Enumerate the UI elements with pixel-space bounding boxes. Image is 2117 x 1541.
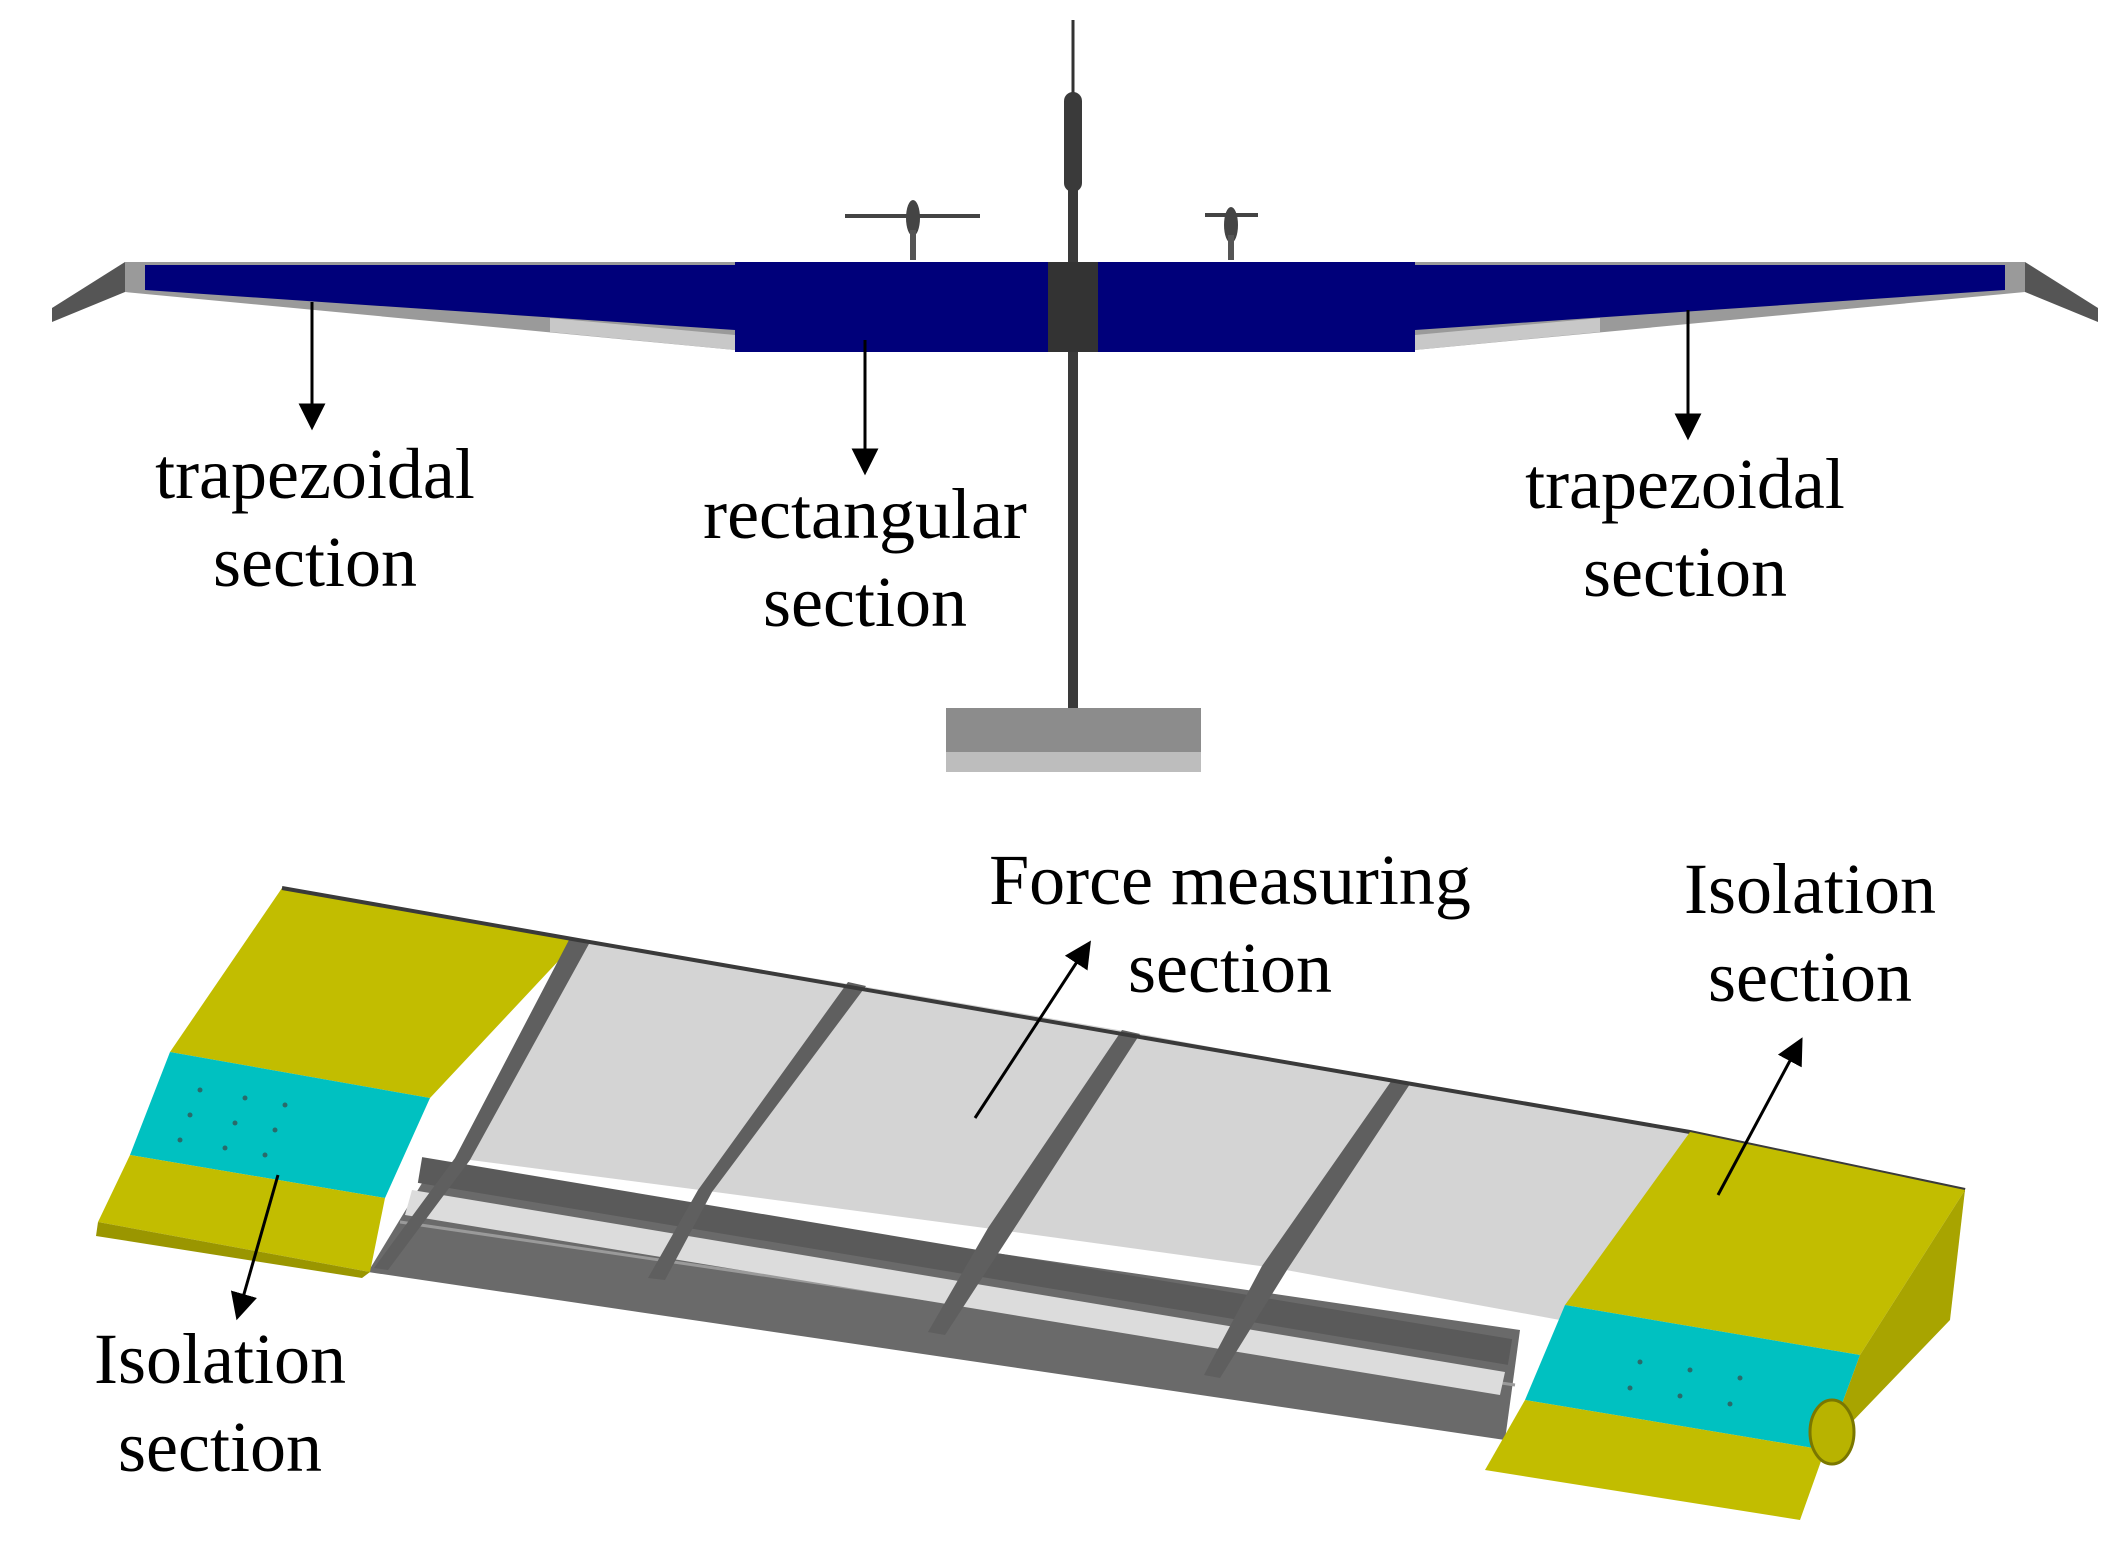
spar-end-cap	[1808, 1398, 1856, 1466]
right-isolation-arrow	[1716, 1037, 1803, 1196]
right-winglet	[2025, 262, 2098, 322]
right-isolation-top	[1565, 1132, 1965, 1355]
wing-model-3d	[96, 886, 1966, 1520]
left-isolation-label: Isolation section	[50, 1315, 390, 1491]
right-propeller	[1205, 207, 1258, 260]
ribs	[374, 938, 1410, 1378]
force-measuring-label-line2: section	[1128, 928, 1332, 1008]
left-isolation-label-line2: section	[118, 1407, 322, 1487]
right-trapezoidal-label: trapezoidal section	[1500, 440, 1870, 616]
force-measuring-label: Force measuring section	[960, 836, 1500, 1012]
right-trapezoidal-label-line2: section	[1583, 532, 1787, 612]
horizontal-tail	[946, 708, 1201, 752]
left-isolation-label-line1: Isolation	[94, 1319, 346, 1399]
left-trapezoidal-label-line1: trapezoidal	[155, 434, 475, 514]
fuselage-boom	[1068, 180, 1078, 710]
force-panel-4	[1275, 1082, 1690, 1320]
left-isolation-bottom	[98, 1155, 385, 1272]
right-trapezoidal-label-line1: trapezoidal	[1525, 444, 1845, 524]
right-isolation-label-line2: section	[1708, 937, 1912, 1017]
right-trapezoidal-section	[1415, 265, 2005, 330]
right-isolation-bottom	[1485, 1400, 1825, 1520]
rectangular-label-line1: rectangular	[703, 474, 1027, 554]
right-isolation-label: Isolation section	[1640, 845, 1980, 1021]
left-trapezoidal-label-line2: section	[213, 522, 417, 602]
right-isolation-label-line1: Isolation	[1684, 849, 1936, 929]
rectangular-label: rectangular section	[680, 470, 1050, 646]
spar-tube	[417, 1157, 1513, 1365]
left-trapezoidal-label: trapezoidal section	[130, 430, 500, 606]
left-winglet	[52, 262, 125, 322]
fuselage-nose	[1064, 92, 1082, 192]
left-isolation-cyan	[130, 1052, 430, 1198]
force-measuring-arrow	[973, 940, 1091, 1119]
left-propeller	[845, 200, 980, 260]
left-isolation-top	[170, 888, 578, 1098]
rectangular-label-line2: section	[763, 562, 967, 642]
fuselage-center	[1048, 262, 1098, 352]
left-isolation-arrow	[230, 1174, 280, 1321]
left-trapezoidal-section	[145, 265, 735, 330]
right-isolation-cyan	[1525, 1305, 1860, 1450]
force-measuring-label-line1: Force measuring	[989, 840, 1471, 920]
aircraft-top-view	[52, 20, 2098, 772]
